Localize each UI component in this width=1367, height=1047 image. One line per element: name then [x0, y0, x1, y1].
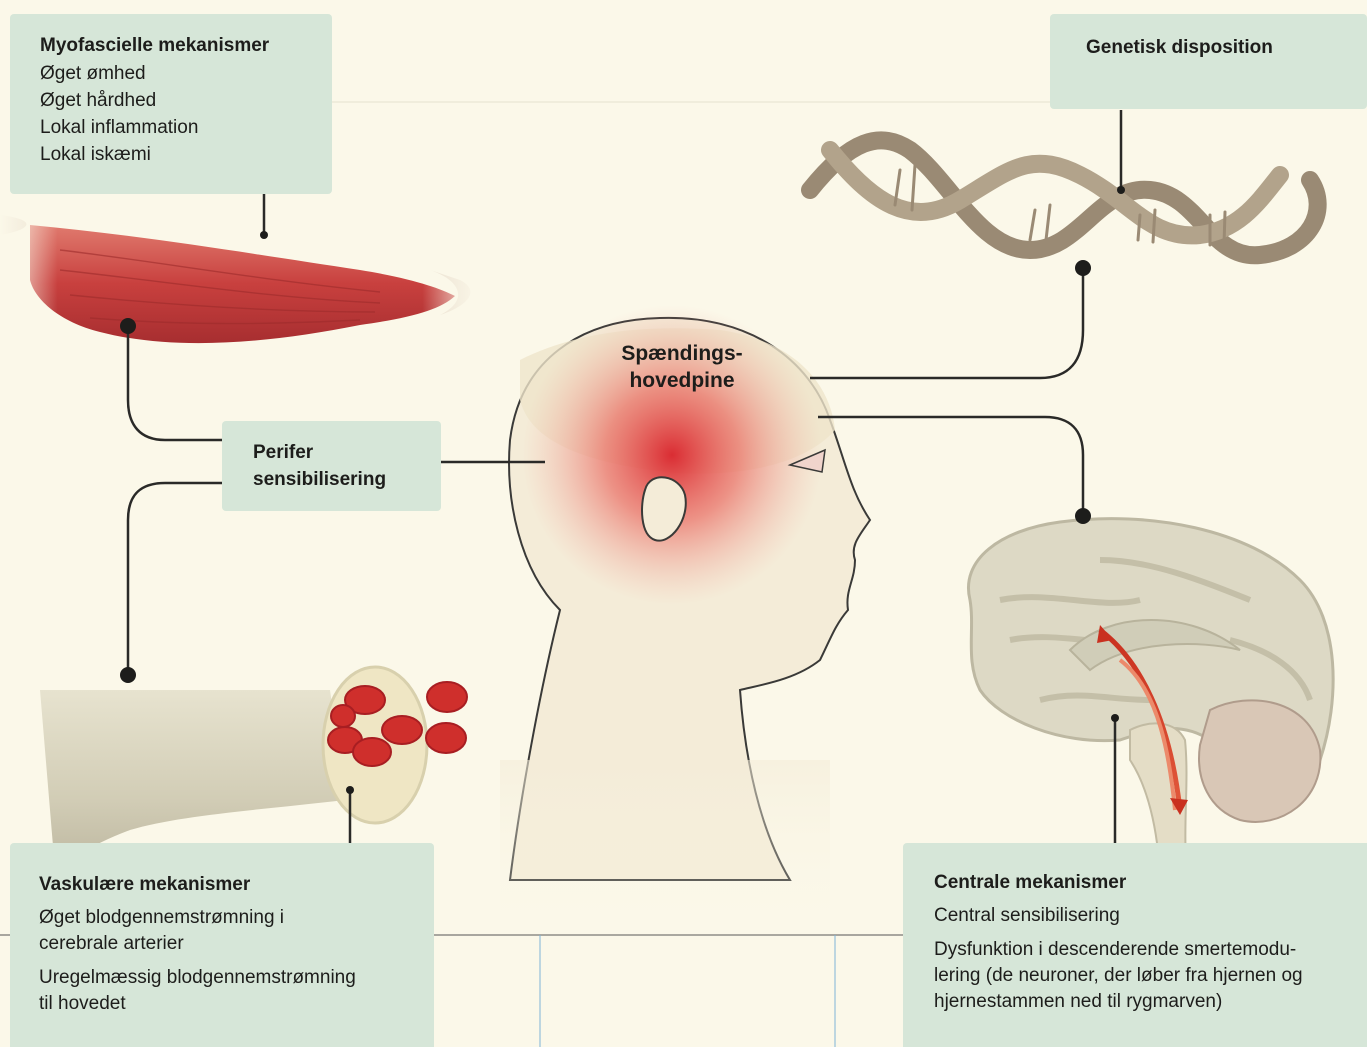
vascular-item-1-line-1: Øget blodgennemstrømning i: [39, 905, 434, 931]
brain-illustration: [968, 519, 1333, 890]
peripheral-line-2: sensibilisering: [253, 466, 441, 493]
central-title: Spændings- hovedpine: [592, 340, 772, 394]
genetic-heading: Genetisk disposition: [1086, 36, 1367, 60]
title-line-2: hovedpine: [592, 367, 772, 394]
myofascial-item: Lokal iskæmi: [40, 141, 332, 168]
myofascial-item: Lokal inflammation: [40, 114, 332, 141]
peripheral-sensitization-box: Perifer sensibilisering: [222, 421, 441, 511]
myofascial-heading: Myofascielle mekanismer: [40, 34, 332, 58]
central-mechanisms-box: Centrale mekanismer Central sensibiliser…: [903, 843, 1367, 1047]
central-item-2-line-1: Dysfunktion i descenderende smertemodu-: [934, 937, 1367, 963]
myofascial-item: Øget hårdhed: [40, 87, 332, 114]
myofascial-mechanisms-box: Myofascielle mekanismer Øget ømhed Øget …: [10, 14, 332, 194]
muscle-illustration: [0, 200, 480, 370]
dna-illustration: [810, 140, 1318, 255]
central-heading: Centrale mekanismer: [934, 871, 1367, 895]
myofascial-item: Øget ømhed: [40, 60, 332, 87]
vascular-item-2-line-2: til hovedet: [39, 991, 434, 1017]
peripheral-line-1: Perifer: [253, 439, 441, 466]
title-line-1: Spændings-: [592, 340, 772, 367]
head-illustration: [500, 305, 870, 940]
vascular-item-2-line-1: Uregelmæssig blodgennemstrømning: [39, 965, 434, 991]
blood-vessel-illustration: [40, 667, 467, 870]
genetic-disposition-box: Genetisk disposition: [1050, 14, 1367, 109]
central-item-2-line-3: hjernestammen ned til rygmarven): [934, 989, 1367, 1015]
vascular-heading: Vaskulære mekanismer: [39, 873, 434, 897]
vascular-item-1-line-2: cerebrale arterier: [39, 931, 434, 957]
central-item-2-line-2: lering (de neuroner, der løber fra hjern…: [934, 963, 1367, 989]
central-item-1: Central sensibilisering: [934, 903, 1367, 929]
vascular-mechanisms-box: Vaskulære mekanismer Øget blodgennemstrø…: [10, 843, 434, 1047]
